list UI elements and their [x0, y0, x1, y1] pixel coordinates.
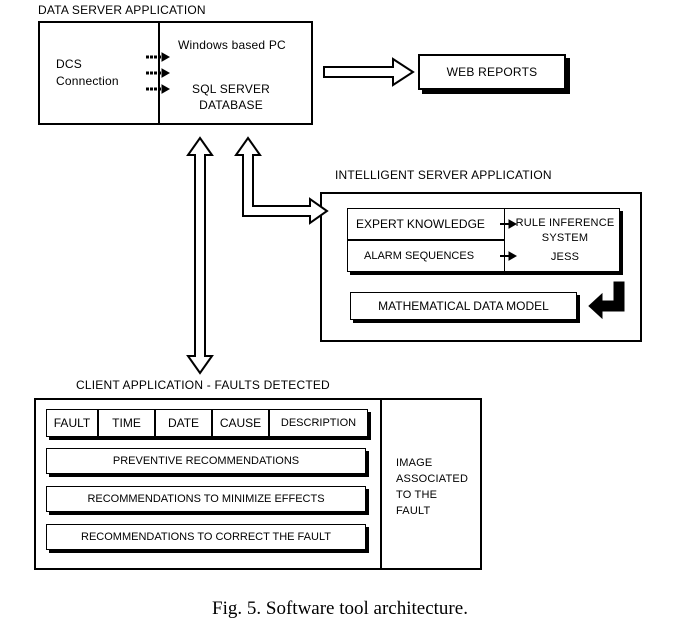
- figure-caption: Fig. 5. Software tool architecture.: [212, 598, 468, 619]
- client-database-double-arrow: [186, 136, 214, 375]
- column-time: TIME: [98, 409, 155, 437]
- math-model-feedback-arrow: [588, 281, 625, 320]
- alarm-sequences-cell: ALARM SEQUENCES: [347, 240, 505, 272]
- rule-inference-label: RULE INFERENCE SYSTEM JESS: [515, 217, 615, 263]
- inference-input-arrows: [500, 219, 518, 261]
- dcs-input-arrows: [146, 52, 171, 94]
- web-reports-label: WEB REPORTS: [446, 65, 538, 79]
- client-divider: [380, 398, 382, 570]
- correct-fault-row: RECOMMENDATIONS TO CORRECT THE FAULT: [46, 524, 366, 550]
- intelligent-server-double-arrow: [234, 136, 329, 225]
- minimize-effects-row: RECOMMENDATIONS TO MINIMIZE EFFECTS: [46, 486, 366, 512]
- web-reports-box: [418, 54, 566, 90]
- data-server-title: DATA SERVER APPLICATION: [38, 3, 206, 17]
- preventive-recommendations-row: PREVENTIVE RECOMMENDATIONS: [46, 448, 366, 474]
- column-date: DATE: [155, 409, 212, 437]
- image-associated-label: IMAGE ASSOCIATED TO THE FAULT: [396, 457, 469, 517]
- pc-label: Windows based PC: [178, 38, 286, 52]
- math-model-cell: MATHEMATICAL DATA MODEL: [350, 292, 577, 320]
- intelligent-server-title: INTELLIGENT SERVER APPLICATION: [335, 168, 552, 182]
- expert-knowledge-cell: EXPERT KNOWLEDGE: [347, 208, 505, 240]
- column-cause: CAUSE: [212, 409, 269, 437]
- web-reports-arrow: [323, 57, 415, 87]
- dcs-connection-label: DCS Connection: [56, 57, 119, 88]
- client-application-title: CLIENT APPLICATION - FAULTS DETECTED: [76, 378, 330, 392]
- data-server-box: [38, 21, 313, 125]
- fault-table-header: FAULT TIME DATE CAUSE DESCRIPTION: [46, 409, 368, 437]
- database-label: SQL SERVER DATABASE: [192, 82, 271, 112]
- column-fault: FAULT: [46, 409, 98, 437]
- column-description: DESCRIPTION: [269, 409, 368, 437]
